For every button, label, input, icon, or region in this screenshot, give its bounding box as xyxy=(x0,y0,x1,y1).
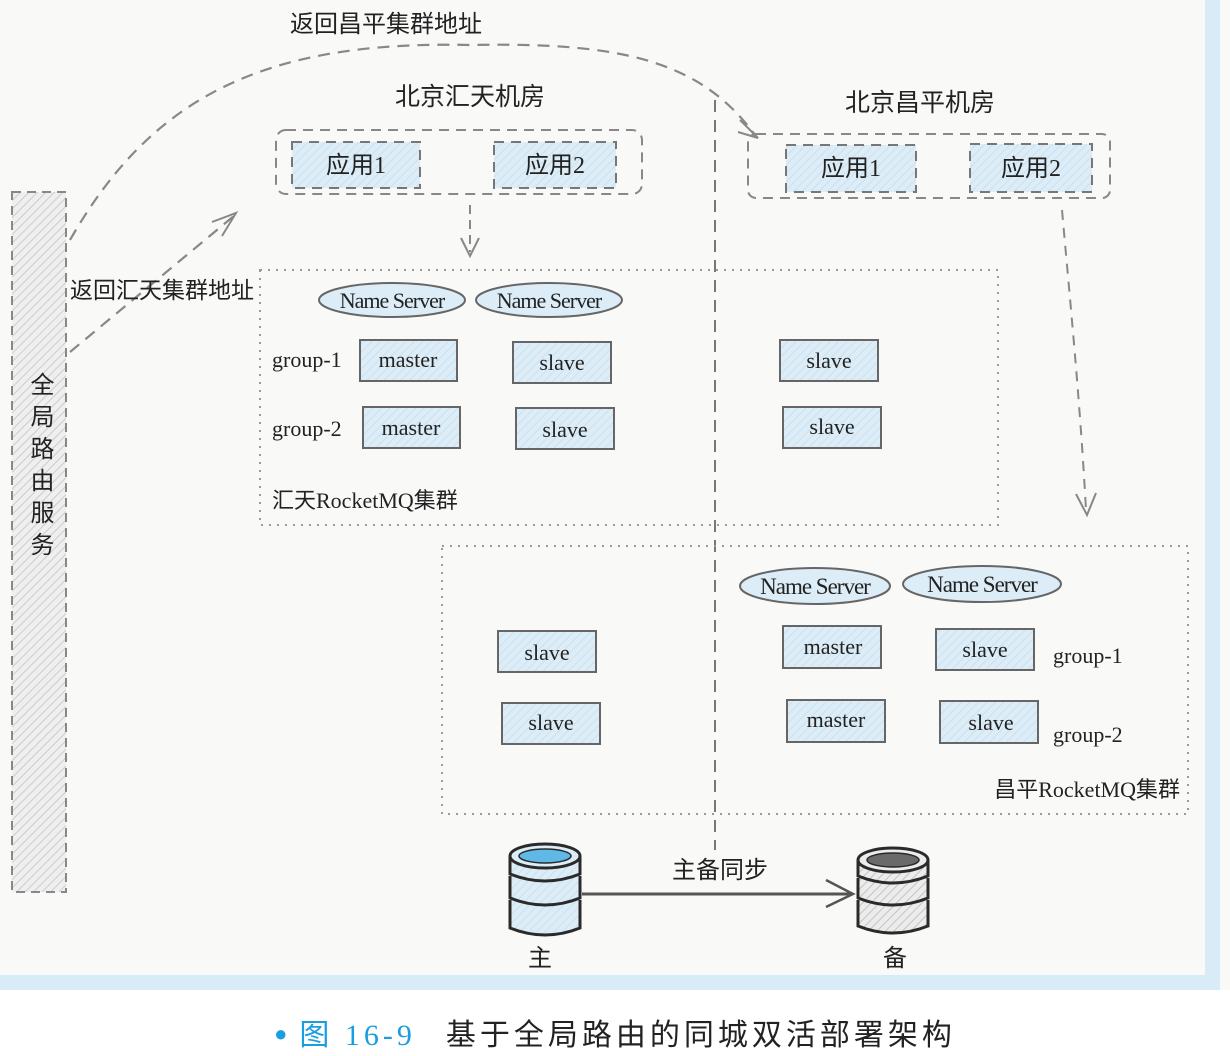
svg-text:应用1: 应用1 xyxy=(821,155,881,182)
changping-name-server-1: Name Server xyxy=(739,567,891,605)
svg-text:Name Server: Name Server xyxy=(497,288,603,313)
svg-text:应用1: 应用1 xyxy=(326,152,386,179)
huitian-app-1: 应用1 xyxy=(291,141,421,189)
huitian-group-1-label: group-1 xyxy=(272,347,342,372)
standby-database-label: 备 xyxy=(883,945,907,972)
huitian-remote-slave-1: slave xyxy=(779,339,879,382)
huitian-app-arrowhead xyxy=(460,237,480,259)
svg-text:master: master xyxy=(379,347,438,372)
svg-text:master: master xyxy=(382,415,441,440)
figure-caption: ● 图 16-9 基于全局路由的同城双活部署架构 xyxy=(0,1010,1230,1054)
huitian-group-1-master: master xyxy=(359,339,458,382)
figure-title: 基于全局路由的同城双活部署架构 xyxy=(445,1019,956,1052)
standby-database-icon xyxy=(856,846,930,935)
huitian-group-2-master: master xyxy=(362,406,461,449)
huitian-app-2: 应用2 xyxy=(493,141,617,189)
changping-app-arrowhead xyxy=(1075,492,1097,518)
changping-remote-slave-1: slave xyxy=(497,630,597,673)
huitian-group-1-slave: slave xyxy=(512,341,612,384)
primary-database-icon xyxy=(508,842,582,937)
changping-room-title: 北京昌平机房 xyxy=(845,89,995,117)
primary-database-label: 主 xyxy=(528,945,552,972)
huitian-name-server-2: Name Server xyxy=(475,282,623,318)
svg-text:应用2: 应用2 xyxy=(1001,155,1061,182)
changping-app-to-mq-arrow xyxy=(1061,209,1087,511)
svg-text:slave: slave xyxy=(809,414,854,439)
figure-number: 图 16-9 xyxy=(299,1019,416,1052)
changping-app-1: 应用1 xyxy=(785,144,917,193)
bullet-icon: ● xyxy=(274,1021,292,1046)
global-routing-bar xyxy=(11,191,67,893)
global-routing-label: 全局路由服务 xyxy=(26,372,54,564)
changping-cluster-label: 昌平RocketMQ集群 xyxy=(994,777,1180,802)
return-changping-arrowhead xyxy=(737,119,759,139)
changping-rocketmq-cluster xyxy=(441,545,1189,815)
svg-text:Name Server: Name Server xyxy=(760,574,871,599)
huitian-app-group xyxy=(275,129,643,195)
changping-group-2-slave: slave xyxy=(939,700,1039,744)
return-huitian-label: 返回汇天集群地址 xyxy=(70,278,254,303)
right-border-band xyxy=(1205,0,1220,990)
huitian-group-2-label: group-2 xyxy=(272,416,342,441)
changping-group-1-master: master xyxy=(782,625,882,669)
svg-text:slave: slave xyxy=(962,637,1007,662)
huitian-cluster-label: 汇天RocketMQ集群 xyxy=(272,488,458,513)
huitian-name-server-1: Name Server xyxy=(318,282,466,318)
global-routing-service: 全局路由服务 xyxy=(11,191,67,893)
architecture-diagram: 全局路由服务 返回昌平集群地址 返回汇天集群地址 北京汇天机房 应用1 应用2 … xyxy=(11,11,1189,972)
svg-text:slave: slave xyxy=(528,710,573,735)
svg-text:master: master xyxy=(807,707,866,732)
changping-app-group xyxy=(747,133,1111,199)
svg-text:slave: slave xyxy=(524,640,569,665)
return-huitian-arrow xyxy=(69,214,236,353)
return-huitian-arrowhead xyxy=(211,211,239,237)
svg-text:Name Server: Name Server xyxy=(927,572,1038,597)
svg-text:Name Server: Name Server xyxy=(340,288,446,313)
huitian-rocketmq-cluster xyxy=(259,269,999,526)
sync-arrowhead xyxy=(825,878,856,909)
changping-app-2: 应用2 xyxy=(969,143,1093,193)
changping-group-1-slave: slave xyxy=(935,628,1035,671)
svg-text:master: master xyxy=(804,634,863,659)
svg-text:slave: slave xyxy=(806,348,851,373)
svg-text:slave: slave xyxy=(542,417,587,442)
changping-name-server-2: Name Server xyxy=(902,565,1062,603)
svg-text:slave: slave xyxy=(968,710,1013,735)
huitian-remote-slave-2: slave xyxy=(782,406,882,449)
return-changping-label: 返回昌平集群地址 xyxy=(290,11,482,38)
bottom-border-band xyxy=(0,975,1220,990)
changping-group-1-label: group-1 xyxy=(1053,643,1123,668)
huitian-group-2-slave: slave xyxy=(515,407,615,450)
svg-text:应用2: 应用2 xyxy=(525,152,585,179)
svg-text:slave: slave xyxy=(539,350,584,375)
sync-label: 主备同步 xyxy=(672,857,768,884)
return-changping-arrow xyxy=(69,43,756,241)
changping-remote-slave-2: slave xyxy=(501,702,601,745)
huitian-room-title: 北京汇天机房 xyxy=(395,83,545,111)
changping-group-2-master: master xyxy=(786,699,886,743)
changping-group-2-label: group-2 xyxy=(1053,722,1123,747)
